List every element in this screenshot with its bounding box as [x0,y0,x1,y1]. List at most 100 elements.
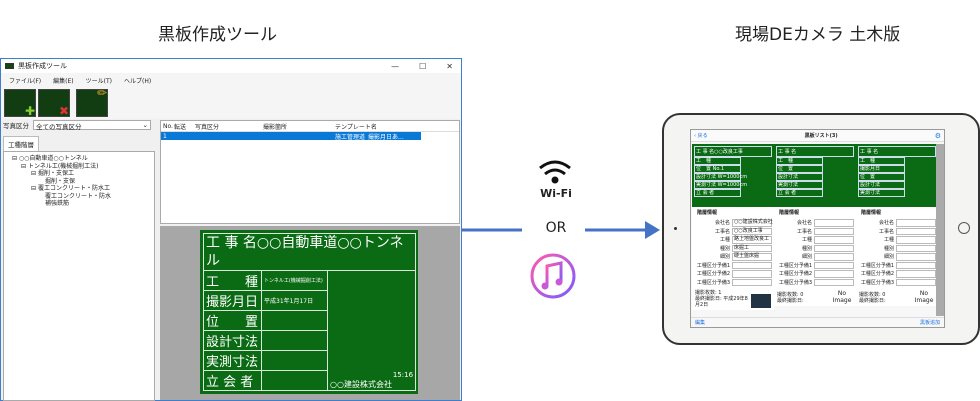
bb-value [261,350,328,371]
field-input[interactable] [814,278,854,287]
card-bb-row: 実測寸法 [858,189,905,197]
bb-label: 設計寸法 [203,330,262,351]
settings-icon[interactable]: ⚙ [934,131,941,140]
card-bb-title: 工 事 名 [858,146,936,157]
left-heading: 黒板作成ツール [158,25,277,45]
field-label: 工種 [801,237,812,243]
bb-value [261,310,328,331]
menu-edit[interactable]: 編集(E) [53,77,74,85]
wifi-icon [539,160,571,184]
card-bb-title: 工 事 名○○改良工事 [694,146,772,157]
card-bb-row: 実測寸法 [776,181,823,189]
card-bb-title: 工 事 名 [776,146,854,157]
menu-help[interactable]: ヘルプ(H) [123,77,152,85]
connector [462,160,660,299]
field-label: 細別 [883,254,894,260]
photo-category-select[interactable]: 全ての写真区分⌄ [33,120,151,131]
field-label: 工種 [719,237,730,243]
tree-item[interactable]: ⊟ 覆工コンクリート・防水工 [31,185,110,192]
home-button[interactable] [958,222,970,234]
column-transfer[interactable]: 転送 [174,123,187,131]
row-no: 1 [163,132,167,140]
field-input[interactable] [896,244,936,253]
table-row[interactable]: 1 施工管理道_撮影月日あ... [161,132,421,141]
field-label: 細別 [719,254,730,260]
field-input[interactable] [896,270,936,278]
blackboard-card[interactable]: 工 事 名工 種撮影月日位 置設計寸法実測寸法階層情報会社名工事名工種種別細別工… [856,144,938,306]
tree-item[interactable]: 覆工コンクリート・防水 [45,192,112,200]
field-input[interactable] [896,227,936,236]
last-photo-date: 最終撮影日: 平成29年8月2日 [695,296,748,308]
card-bb-row: 設計寸法 [858,181,905,189]
pencil-icon: ✏ [96,86,107,100]
bb-label: 立 会 者 [203,370,262,391]
column-template[interactable]: テンプレート名 [335,123,377,131]
minimize-button[interactable]: — [391,61,400,71]
field-input[interactable] [896,236,936,244]
field-input[interactable] [814,219,854,227]
field-input[interactable] [814,236,854,244]
row-template: 施工管理道_撮影月日あ... [335,133,404,141]
back-button[interactable]: ‹ 戻る [694,133,708,139]
edit-blackboard-button[interactable]: ✏ [76,86,108,117]
field-label: 工種区分予備1 [860,262,894,269]
photo-thumbnail[interactable] [751,294,771,308]
field-input[interactable] [814,270,854,278]
field-input[interactable] [814,261,854,270]
field-input[interactable] [896,261,936,270]
tree-item[interactable]: ⊟ 掘削・支保工 [31,170,74,177]
chevron-down-icon: ⌄ [142,121,148,129]
field-input[interactable]: 路上地盤改良工 [732,236,772,244]
card-bb-row: 工 種 [858,157,905,165]
card-bb-row: 撮影月日 [858,165,905,173]
field-input[interactable]: 硬土盤床掘 [732,253,772,261]
hierarchy-field: 工種区分予備3 [856,278,938,287]
hierarchy-field: 工種 [856,236,938,244]
filter-label: 写真区分 [3,122,29,130]
bb-title-value: ○○自動車道○○トンネル [206,235,404,269]
field-input[interactable]: 床掘工 [732,244,772,253]
field-input[interactable] [814,244,854,253]
add-blackboard-button[interactable]: ✚ [4,89,36,118]
scrollbar[interactable] [936,144,944,316]
field-input[interactable] [814,253,854,261]
bb-label: 実測寸法 [203,350,262,371]
tree-item[interactable]: ⊟ トンネル工(機械掘削工法) [21,162,99,170]
field-input[interactable]: ○○建設株式会社 [732,219,773,227]
field-input[interactable] [732,278,772,287]
column-no[interactable]: No. [163,122,173,130]
field-input[interactable]: ○○改良工事 [732,227,772,236]
field-label: 工種区分予備3 [778,279,812,286]
field-label: 種別 [801,245,812,252]
close-button[interactable]: ✕ [446,61,453,71]
hierarchy-field: 工種区分予備2 [856,270,938,278]
field-label: 種別 [883,245,894,252]
edit-button[interactable]: 編集 [695,320,706,326]
field-input[interactable] [896,278,936,287]
field-label: 工種区分予備2 [696,271,730,277]
field-input[interactable] [896,219,936,227]
field-label: 工事名 [796,228,812,235]
field-input[interactable] [896,253,936,261]
field-input[interactable] [814,227,854,236]
card-blackboard: 工 事 名工 種位 置設計寸法実測寸法立 会 者 [774,144,856,207]
tree-item[interactable]: ⊟ ○○自動車道○○トンネル [12,155,88,162]
card-bb-row: 位 置 [858,173,905,181]
column-category[interactable]: 写真区分 [195,123,220,131]
field-input[interactable] [732,270,772,278]
tab-work-hierarchy[interactable]: 工種階層 [3,136,39,151]
card-bb-row: 工 種 [776,157,823,165]
tree-item[interactable]: 補強鉄筋 [45,200,70,207]
menu-file[interactable]: ファイル(F) [9,77,42,85]
tree-item[interactable]: 掘削・支保 [45,177,76,185]
delete-blackboard-button[interactable]: ✖ [38,89,70,118]
add-blackboard-tablet-button[interactable]: 黒板追加 [919,320,940,326]
column-location[interactable]: 撮影箇所 [263,123,288,131]
blackboard-card[interactable]: 工 事 名工 種位 置設計寸法実測寸法立 会 者階層情報会社名工事名工種種別細別… [774,144,856,306]
field-input[interactable] [732,261,772,270]
camera-icon [674,227,677,230]
maximize-button[interactable]: ☐ [419,61,427,71]
hierarchy-field: 細別 [774,253,856,261]
menu-tools[interactable]: ツール(T) [85,77,112,85]
